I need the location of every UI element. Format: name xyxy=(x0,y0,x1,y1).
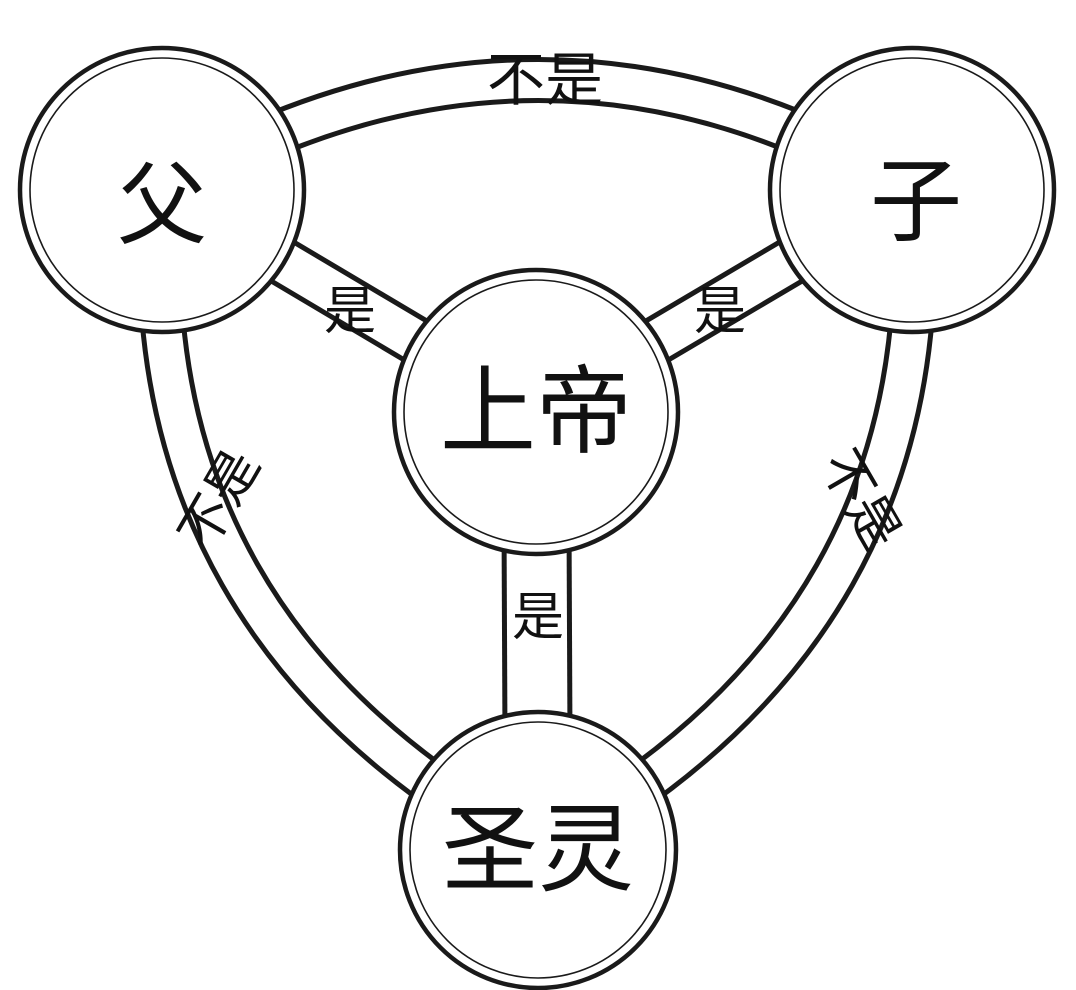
label-spirit-god: 是 xyxy=(512,588,564,648)
node-father-label: 父 xyxy=(117,154,207,259)
label-father-son: 不是 xyxy=(487,46,603,114)
node-son: 子 xyxy=(767,45,1057,335)
node-father: 父 xyxy=(17,45,307,335)
node-spirit-label: 圣灵 xyxy=(442,794,634,906)
node-son-label: 子 xyxy=(870,149,962,256)
node-spirit: 圣灵 xyxy=(397,709,679,990)
label-son-god: 是 xyxy=(694,282,746,342)
node-god: 上帝 xyxy=(391,267,681,557)
link-labels: 不是 是 是 是 不是 不是 xyxy=(168,46,912,648)
label-father-god: 是 xyxy=(324,282,376,342)
node-god-label: 上帝 xyxy=(440,356,632,468)
